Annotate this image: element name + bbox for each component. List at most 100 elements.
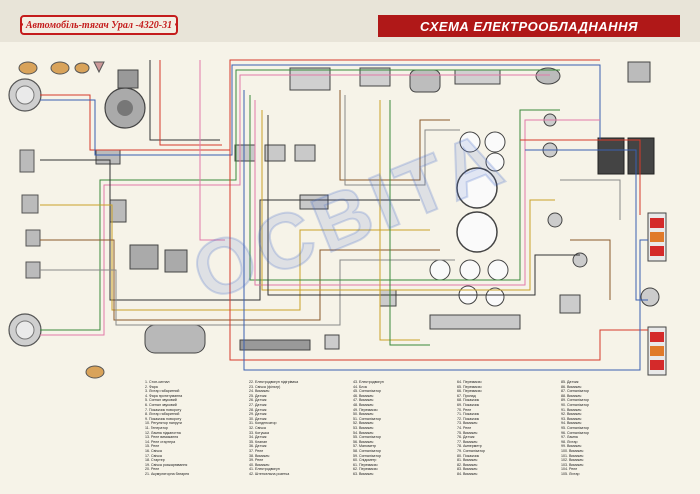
legend-item: 59. Сигналізатор (353, 453, 381, 458)
connector-strip-icon (429, 314, 521, 330)
legend-item: 45. Сигналізатор (353, 389, 381, 394)
legend-item: 13. Реле вимикання (145, 435, 179, 440)
relay-small-icon (379, 289, 397, 307)
legend-item: 1. Стоп-сигнал (145, 380, 170, 384)
relay-icon (164, 249, 188, 273)
voltage-regulator-icon (117, 69, 139, 89)
legend-item: 100. Вимикач (561, 448, 584, 453)
legend-item: 10. Регулятор напруги (145, 421, 182, 426)
switch-panel-icon (289, 67, 331, 91)
legend-item: 89. Сигналізатор (561, 398, 589, 403)
legend-item: 77. Вимикач (457, 439, 478, 444)
legend-item: 63. Вимикач (353, 471, 374, 476)
relay-block-icon (95, 149, 121, 165)
gauge-1-icon (459, 131, 481, 153)
horn-icon (19, 149, 35, 173)
legend-item: 53. Вимикач (353, 425, 374, 430)
legend-item: 17. Свічка (145, 453, 162, 458)
marker-lamp-icon (25, 261, 41, 279)
speedometer-gauge-icon (456, 167, 498, 209)
legend-item: 4. Фара протитуманна (145, 393, 183, 398)
legend-item: 8. Ліхтар габаритний (145, 412, 180, 417)
gauge-5-icon (459, 259, 481, 281)
legend-item: 27. Датчик (249, 402, 267, 407)
legend-item: 99. Вимикач (561, 444, 582, 449)
legend-item: 6. Сигнал звуковий (145, 402, 177, 407)
lamp-icon (93, 61, 105, 74)
switch-small-icon (324, 334, 340, 350)
legend-item: 23. Свічка (фільтр) (249, 384, 281, 389)
battery-bar-icon (239, 339, 311, 351)
legend-item: 96. Сигналізатор (561, 430, 589, 435)
legend-item: 28. Датчик (249, 407, 267, 412)
fog-lamp-icon (25, 229, 41, 247)
legend-item: 82. Вимикач (457, 462, 478, 467)
legend-item: 19. Свічка розжарювання (145, 462, 188, 467)
central-blocks (234, 67, 521, 350)
legend-item: 25. Датчик (249, 393, 267, 398)
beacon-icon (535, 67, 561, 85)
legend-item: 73. Вимикач (457, 421, 478, 426)
diagram-title: СХЕМА ЕЛЕКТРООБЛАДНАННЯ (420, 18, 638, 34)
generator-group (95, 69, 311, 354)
legend-item: 65. Перемикач (457, 384, 482, 389)
legend-item: 42. Штепсельна розетка (249, 471, 290, 476)
legend-item: 2. Фара (145, 384, 158, 389)
legend-item: 80. Покажчик (457, 453, 480, 458)
ignition-coil-icon (129, 244, 159, 270)
wire-harness (40, 59, 648, 371)
socket-icon (559, 294, 581, 314)
legend-item: 60. Спідометр (353, 458, 377, 463)
legend-item: 74. Реле (457, 425, 472, 430)
trailer-socket-icon (640, 287, 660, 307)
legend-item: 54. Вимикач (353, 430, 374, 435)
legend-item: 46. Вимикач (353, 393, 374, 398)
legend-item: 11. Генератор (145, 425, 168, 430)
rear-lamp-icon (85, 365, 105, 379)
legend-item: 29. Датчик (249, 412, 267, 417)
legend-item: 44. Блок (353, 384, 368, 389)
legend-item: 39. Реле (249, 458, 264, 463)
legend-item: 30. Датчик (249, 416, 267, 421)
legend-item: 64. Перемикач (457, 380, 482, 384)
legend-item: 87. Сигналізатор (561, 389, 589, 394)
gauge-6-icon (487, 259, 509, 281)
motor-icon (627, 61, 651, 83)
switch-block-icon (299, 194, 329, 210)
legend-item: 75. Вимикач (457, 430, 478, 435)
vehicle-title: • Автомобіль-тягач Урал -4320-31 • (19, 19, 179, 31)
legend-item: 7. Покажчик повороту (145, 407, 182, 412)
legend-item: 38. Вимикач (249, 453, 270, 458)
legend-item: 5. Сигнал звуковий (145, 398, 177, 403)
legend-item: 33. Котушка (249, 430, 270, 435)
legend-item: 12. Лампа підкапотна (145, 430, 181, 435)
legend-item: 57. Манометр (353, 444, 377, 449)
legend-item: 16. Свічка (145, 448, 162, 453)
legend-item: 91. Вимикач (561, 407, 582, 412)
legend-item: 43. Електродвигун (353, 380, 384, 384)
legend-item: 9. Покажчик повороту (145, 416, 182, 421)
legend-item: 22. Електродвигун підігрівача (249, 380, 299, 384)
sensor-4-icon (572, 252, 588, 268)
legend-item: 20. Реле (145, 467, 160, 472)
legend-item: 35. Клапан (249, 439, 268, 444)
gauge-2-icon (484, 131, 506, 153)
legend-item: 51. Сигналізатор (353, 416, 381, 421)
legend-item: 71. Покажчик (457, 412, 480, 417)
legend-item: 102. Вимикач (561, 458, 584, 463)
marker-light-icon (50, 61, 70, 75)
legend-item: 61. Перемикач (353, 462, 378, 467)
legend-item: 18. Стартер (145, 458, 165, 463)
legend-item: 36. Датчик (249, 444, 267, 449)
legend-item: 62. Перемикач (353, 467, 378, 472)
indicator-light-icon (74, 62, 90, 74)
legend-item: 81. Вимикач (457, 458, 478, 463)
tachometer-gauge-icon (456, 211, 498, 253)
legend-item: 21. Акумуляторна батарея (145, 471, 190, 476)
fuse-block-2-icon (264, 144, 286, 162)
vehicle-title-box: • Автомобіль-тягач Урал -4320-31 • (20, 15, 178, 35)
diagram-title-banner: СХЕМА ЕЛЕКТРООБЛАДНАННЯ (378, 15, 680, 37)
